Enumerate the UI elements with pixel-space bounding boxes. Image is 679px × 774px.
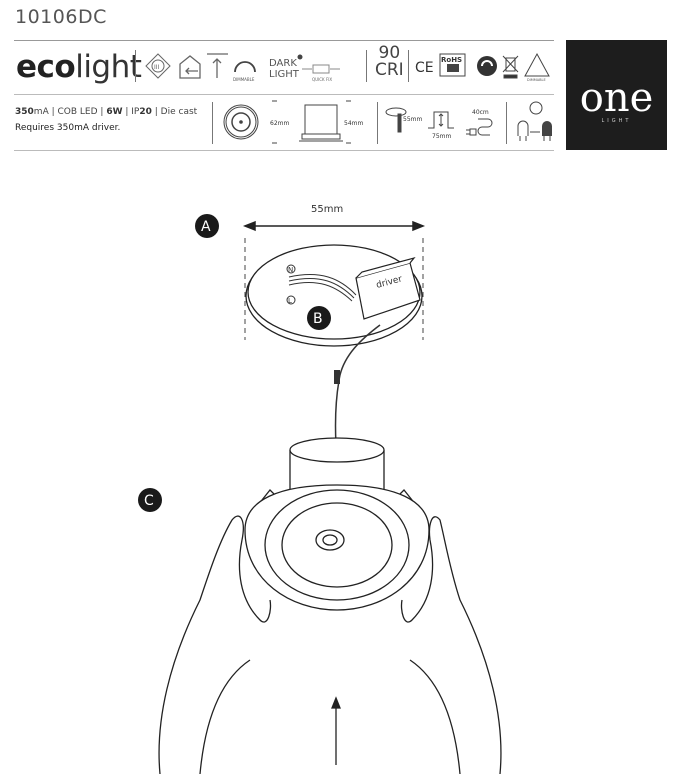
- replaceable-lamp-icon: [517, 101, 552, 141]
- cutout-guide-lines: [244, 238, 424, 340]
- dimmable-icon: [234, 61, 256, 73]
- diameter-label: 62mm: [270, 120, 289, 127]
- cri-badge: 90 CRI: [375, 45, 404, 79]
- cable-plug-icon: [466, 118, 493, 136]
- indoor-icon: [179, 55, 201, 79]
- dimension-icons: 62mm 54mm: [223, 100, 363, 144]
- hands: [158, 515, 502, 774]
- led-type: COB LED: [57, 107, 98, 117]
- svg-text:A: A: [201, 219, 211, 235]
- current-unit: mA: [33, 107, 49, 117]
- cable-length-label: 40cm: [472, 109, 489, 116]
- svg-text:RoHS: RoHS: [441, 56, 462, 64]
- cutout-dimension-label: 55mm: [311, 204, 343, 215]
- separator: [408, 50, 409, 82]
- current-value: 350: [15, 107, 34, 117]
- label-b-badge: B: [307, 306, 331, 330]
- surface-mount-icon: [207, 53, 228, 78]
- height-label: 54mm: [344, 120, 363, 127]
- cri-value: 90: [378, 43, 401, 63]
- ecolight-logo: ecolight: [16, 49, 142, 85]
- weee-bin-icon: [502, 55, 519, 79]
- dim-ticks: [272, 100, 277, 144]
- svg-text:C: C: [144, 493, 154, 509]
- spec-summary: 350mA | COB LED | 6W | IP20 | Die cast: [15, 107, 198, 117]
- dimmable-triangle-label: DIMMABLE: [527, 78, 546, 82]
- separator: [366, 50, 367, 82]
- label-c-badge: C: [138, 488, 162, 512]
- dimmable-label: DIMMABLE: [233, 77, 255, 82]
- logo-eco: eco: [16, 49, 76, 85]
- recess-icon: [428, 111, 454, 129]
- separator: [212, 102, 213, 144]
- feature-icons: III DIMMABLE DARK LIGHT QUICK FIX: [145, 53, 340, 82]
- neutral-label: N: [288, 266, 293, 274]
- power-value: 6W: [106, 107, 123, 117]
- installation-illustration: A 55mm N L driver B C: [138, 204, 502, 774]
- one-light-brand-logo: one LIGHT: [566, 40, 667, 150]
- brand-name: one: [579, 75, 654, 121]
- class-label: III: [154, 64, 160, 71]
- driver-requirement: Requires 350mA driver.: [15, 123, 121, 133]
- dot-icon: [297, 54, 303, 60]
- install-icons: 55mm 75mm 40cm: [385, 107, 493, 140]
- wires: [288, 273, 357, 302]
- logo-light: light: [75, 49, 142, 85]
- label-a-badge: A: [195, 214, 219, 238]
- brand-sub: LIGHT: [601, 118, 632, 124]
- divider: [14, 40, 554, 41]
- live-label: L: [288, 297, 292, 305]
- dimension-arrow: [242, 220, 426, 232]
- dark-label: DARK: [269, 58, 297, 69]
- cutout-icon: [385, 107, 407, 133]
- certification-icons: CE RoHS DIMMABLE: [415, 52, 550, 82]
- cri-label: CRI: [375, 60, 404, 80]
- material: Die cast: [160, 107, 198, 117]
- separator: [135, 50, 136, 82]
- light-label: LIGHT: [269, 69, 300, 80]
- ce-mark-icon: CE: [415, 60, 434, 76]
- divider: [14, 150, 554, 151]
- divider: [14, 94, 554, 95]
- separator: [377, 102, 378, 144]
- product-code: 10106DC: [15, 6, 107, 28]
- cutout-label: 55mm: [403, 116, 422, 123]
- svg-text:B: B: [313, 311, 323, 327]
- quick-fix-icon: [302, 64, 340, 74]
- quick-connector: [334, 370, 340, 384]
- class-iii-icon: [145, 53, 171, 79]
- dimmable-triangle-icon: [524, 52, 550, 77]
- front-view-icon: [223, 104, 259, 140]
- side-view-icon: [299, 104, 343, 142]
- green-dot-icon: [477, 56, 497, 76]
- quick-fix-label: QUICK FIX: [312, 77, 332, 82]
- separator: [506, 102, 507, 144]
- driver-box: [355, 256, 421, 320]
- ip-value: 20: [139, 107, 152, 117]
- push-up-arrow: [331, 696, 341, 765]
- rohs-icon: RoHS: [439, 53, 466, 77]
- recess-label: 75mm: [432, 133, 451, 140]
- ip-prefix: IP: [131, 107, 140, 117]
- downlight-fixture: [244, 437, 430, 611]
